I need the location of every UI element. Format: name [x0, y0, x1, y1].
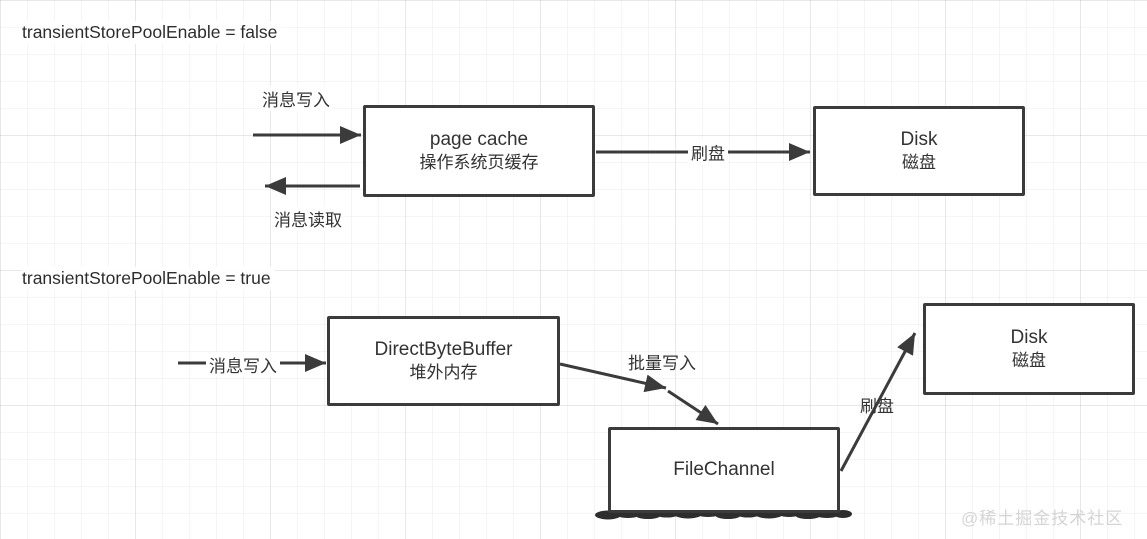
node-page-cache: page cache 操作系统页缓存: [363, 105, 595, 197]
edge-label-batch-write: 批量写入: [628, 354, 696, 373]
node-file-channel-title: FileChannel: [673, 459, 775, 481]
node-disk-1-title: Disk: [900, 129, 938, 151]
node-page-cache-subtitle: 操作系统页缓存: [419, 153, 539, 173]
batch-write-arrow-seg1: [559, 362, 667, 393]
edge-label-flush-2: 刷盘: [860, 397, 894, 416]
section1-title: transientStorePoolEnable = false: [22, 21, 282, 44]
node-disk-2-subtitle: 磁盘: [1012, 351, 1046, 371]
site-watermark: @稀土掘金技术社区: [961, 509, 1124, 528]
edge-label-write-2: 消息写入: [206, 352, 280, 377]
flush-arrow-2: [839, 332, 917, 472]
node-disk-2-title: Disk: [1010, 327, 1048, 349]
edge-label-read-1: 消息读取: [271, 206, 345, 231]
node-direct-byte-buffer-title: DirectByteBuffer: [374, 339, 513, 361]
node-disk-2: Disk 磁盘: [923, 303, 1135, 395]
node-direct-byte-buffer: DirectByteBuffer 堆外内存: [327, 316, 560, 406]
edge-label-flush-1: 刷盘: [688, 139, 728, 165]
edge-label-write-1: 消息写入: [259, 86, 333, 111]
node-disk-1-subtitle: 磁盘: [902, 153, 936, 173]
section2-title: transientStorePoolEnable = true: [22, 267, 275, 290]
node-direct-byte-buffer-subtitle: 堆外内存: [409, 363, 478, 383]
node-disk-1: Disk 磁盘: [813, 106, 1025, 196]
batch-write-arrow-seg2: [667, 389, 719, 426]
node-file-channel: FileChannel: [608, 427, 840, 513]
node-page-cache-title: page cache: [429, 129, 529, 151]
